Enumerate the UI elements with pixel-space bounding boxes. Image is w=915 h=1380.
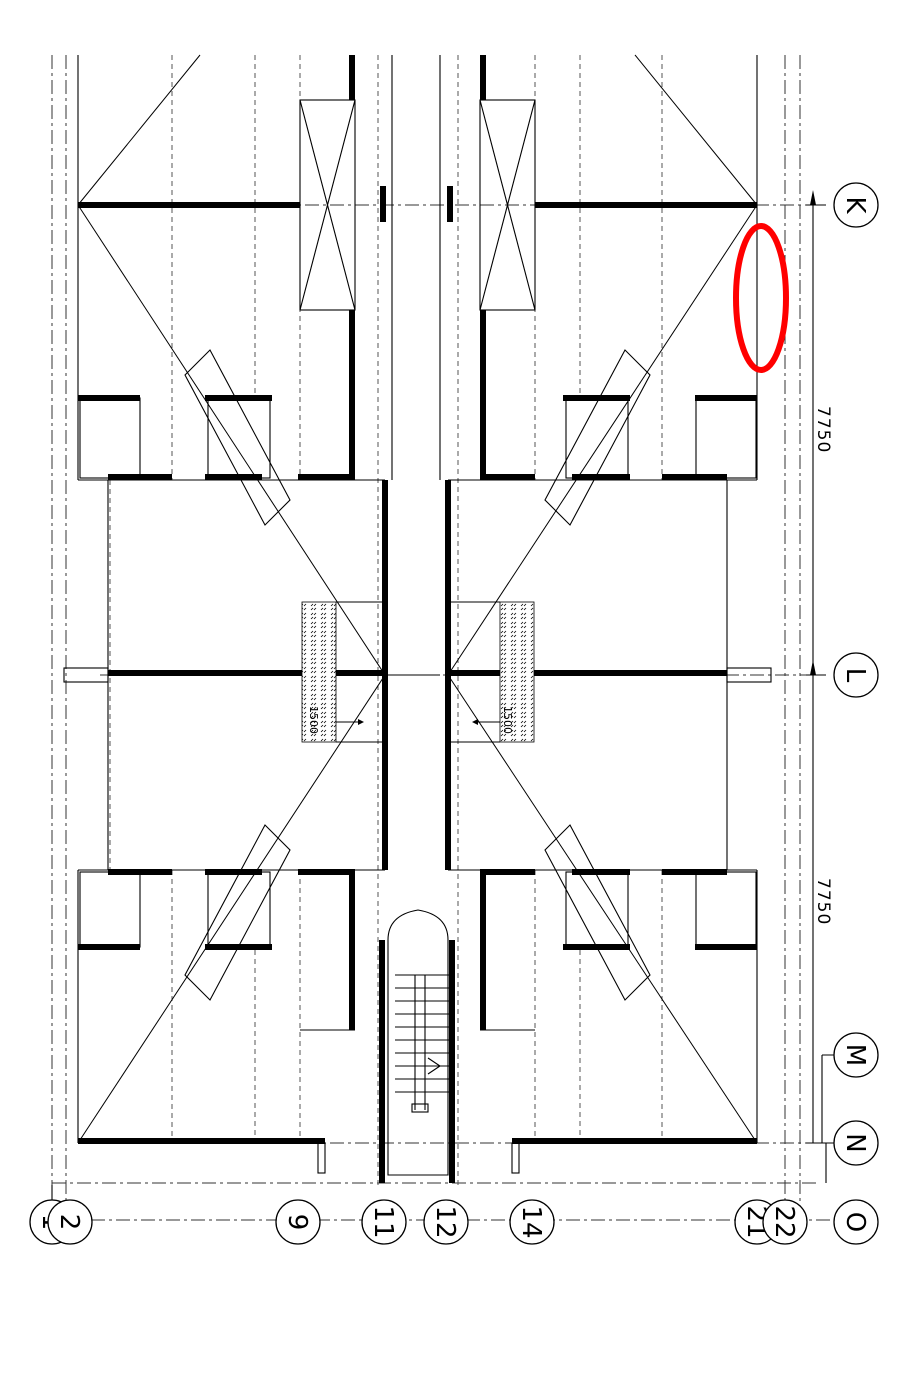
grid-bubble-o: O (833, 1199, 879, 1245)
grid-label-2: 2 (54, 1214, 84, 1231)
grid-bubble-12: 12 (423, 1199, 469, 1245)
grid-bubble-9: 9 (275, 1199, 321, 1245)
grid-label-o: O (840, 1212, 870, 1232)
dimension-line: 7750 7750 (806, 190, 845, 1183)
grid-bubble-22: 22 (762, 1199, 808, 1245)
grid-label-11: 11 (368, 1205, 398, 1238)
room-diagonals (77, 54, 758, 1144)
grid-label-n: N (840, 1133, 870, 1152)
grid-label-9: 9 (282, 1214, 312, 1231)
dimension-label-upper: 7750 (813, 406, 833, 453)
red-markup-ellipse (733, 223, 789, 373)
grid-bubble-2: 2 (47, 1199, 93, 1245)
grid-bubble-m: M (833, 1032, 879, 1078)
stair-tag-right: 1500 (501, 706, 514, 734)
grid-label-k: K (840, 196, 870, 214)
stair-tag-left: 1500 (307, 706, 320, 734)
grid-label-22: 22 (769, 1205, 799, 1238)
staircase (387, 909, 455, 1176)
grid-bubble-n: N (833, 1120, 879, 1166)
dimension-label-lower: 7750 (813, 878, 833, 925)
grid-bubble-14: 14 (509, 1199, 555, 1245)
dashed-lines (109, 55, 728, 1185)
grid-bubble-l: L (833, 652, 879, 698)
grid-label-12: 12 (430, 1205, 460, 1238)
grid-bubble-11: 11 (361, 1199, 407, 1245)
grid-bubble-k: K (833, 182, 879, 228)
structural-walls (78, 55, 757, 1183)
grid-label-m: M (840, 1044, 870, 1066)
building-outline (63, 55, 772, 1174)
grid-label-14: 14 (516, 1205, 546, 1238)
grid-label-l: L (840, 668, 870, 683)
hatched-landings: 1500 1500 (301, 601, 535, 743)
